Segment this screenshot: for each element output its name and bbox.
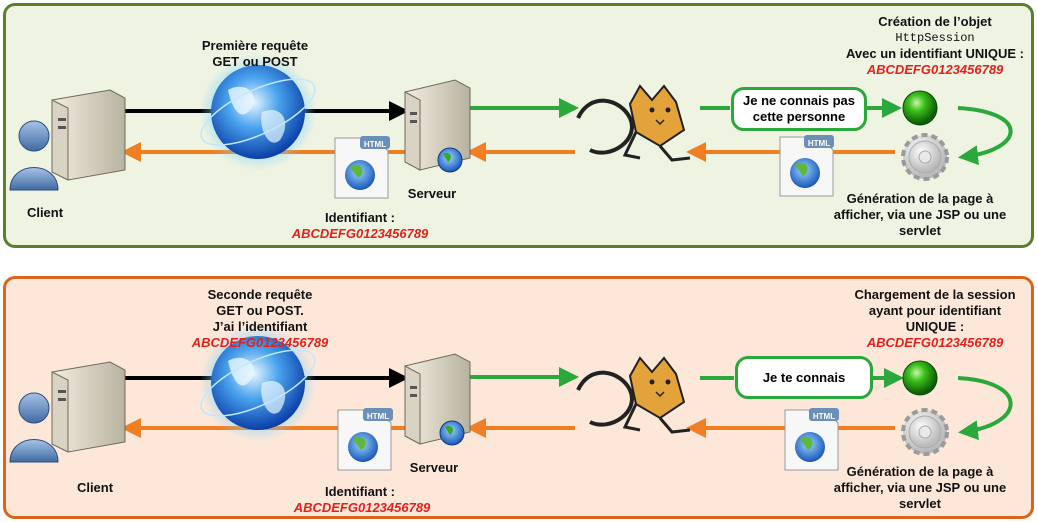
generated-html-document-icon <box>784 408 839 471</box>
session-line: Création de l’objet <box>878 14 992 29</box>
session-id-value: ABCDEFG0123456789 <box>866 335 1004 350</box>
request-description: Première requête GET ou POST <box>180 38 330 70</box>
request-line: GET ou POST <box>212 54 298 69</box>
request-line: J’ai l’identifiant <box>212 319 308 334</box>
gear-icon <box>901 408 949 456</box>
session-class-name: HttpSession <box>895 31 975 45</box>
identifier-value: ABCDEFG0123456789 <box>291 226 429 241</box>
message-box: Je ne connais pas cette personne <box>731 87 867 131</box>
ball-to-gear-arrow <box>957 376 1013 441</box>
gear-icon <box>901 133 949 181</box>
request-line: Première requête <box>201 38 309 53</box>
server-icon <box>404 79 471 173</box>
session-line: Chargement de la session <box>854 287 1016 302</box>
identifier-value: ABCDEFG0123456789 <box>293 500 431 515</box>
message-line: cette personne <box>752 109 846 124</box>
generation-line: servlet <box>899 223 941 238</box>
server-icon <box>404 353 471 446</box>
generation-line: afficher, via une JSP ou une <box>833 207 1007 222</box>
generation-text: Génération de la page à afficher, via un… <box>815 464 1025 512</box>
session-loading-text: Chargement de la session ayant pour iden… <box>840 287 1030 351</box>
message-line: Je te connais <box>762 369 846 385</box>
request-line: Seconde requête <box>207 287 313 302</box>
second-request-panel <box>3 276 1034 519</box>
ball-to-gear-arrow <box>957 106 1013 166</box>
client-label: Client <box>26 205 64 220</box>
client-person-icon <box>9 392 59 463</box>
generation-line: Génération de la page à <box>846 464 994 479</box>
request-line: GET ou POST. <box>216 303 304 318</box>
session-id-value: ABCDEFG0123456789 <box>866 62 1004 77</box>
generation-text: Génération de la page à afficher, via un… <box>815 191 1025 239</box>
message-box: Je te connais <box>735 356 873 399</box>
request-identifier-value: ABCDEFG0123456789 <box>191 335 329 350</box>
session-line: ayant pour identifiant <box>868 303 1002 318</box>
identifier-label: Identifiant : <box>324 484 396 499</box>
session-object-icon <box>902 90 938 126</box>
generation-line: Génération de la page à <box>846 191 994 206</box>
server-label: Serveur <box>407 186 457 201</box>
session-line: UNIQUE : <box>905 319 965 334</box>
session-line: Avec un identifiant UNIQUE : <box>846 46 1024 61</box>
session-object-icon <box>902 360 938 396</box>
internet-globe-icon <box>200 54 316 170</box>
client-computer-icon <box>51 89 126 181</box>
session-creation-text: Création de l’objet HttpSession Avec un … <box>840 14 1030 78</box>
internet-globe-icon <box>200 325 316 441</box>
generated-html-document-icon <box>779 135 834 197</box>
generation-line: servlet <box>899 496 941 511</box>
generation-line: afficher, via une JSP ou une <box>833 480 1007 495</box>
html-document-icon <box>337 408 393 471</box>
request-description: Seconde requête GET ou POST. J’ai l’iden… <box>170 287 350 351</box>
identifier-label: Identifiant : <box>324 210 396 225</box>
client-person-icon <box>9 120 59 191</box>
html-document-icon <box>334 136 390 199</box>
tomcat-icon <box>576 356 691 434</box>
tomcat-icon <box>576 84 691 162</box>
client-label: Client <box>76 480 114 495</box>
message-line: Je ne connais pas <box>743 93 855 108</box>
server-label: Serveur <box>409 460 459 475</box>
client-computer-icon <box>51 361 126 453</box>
